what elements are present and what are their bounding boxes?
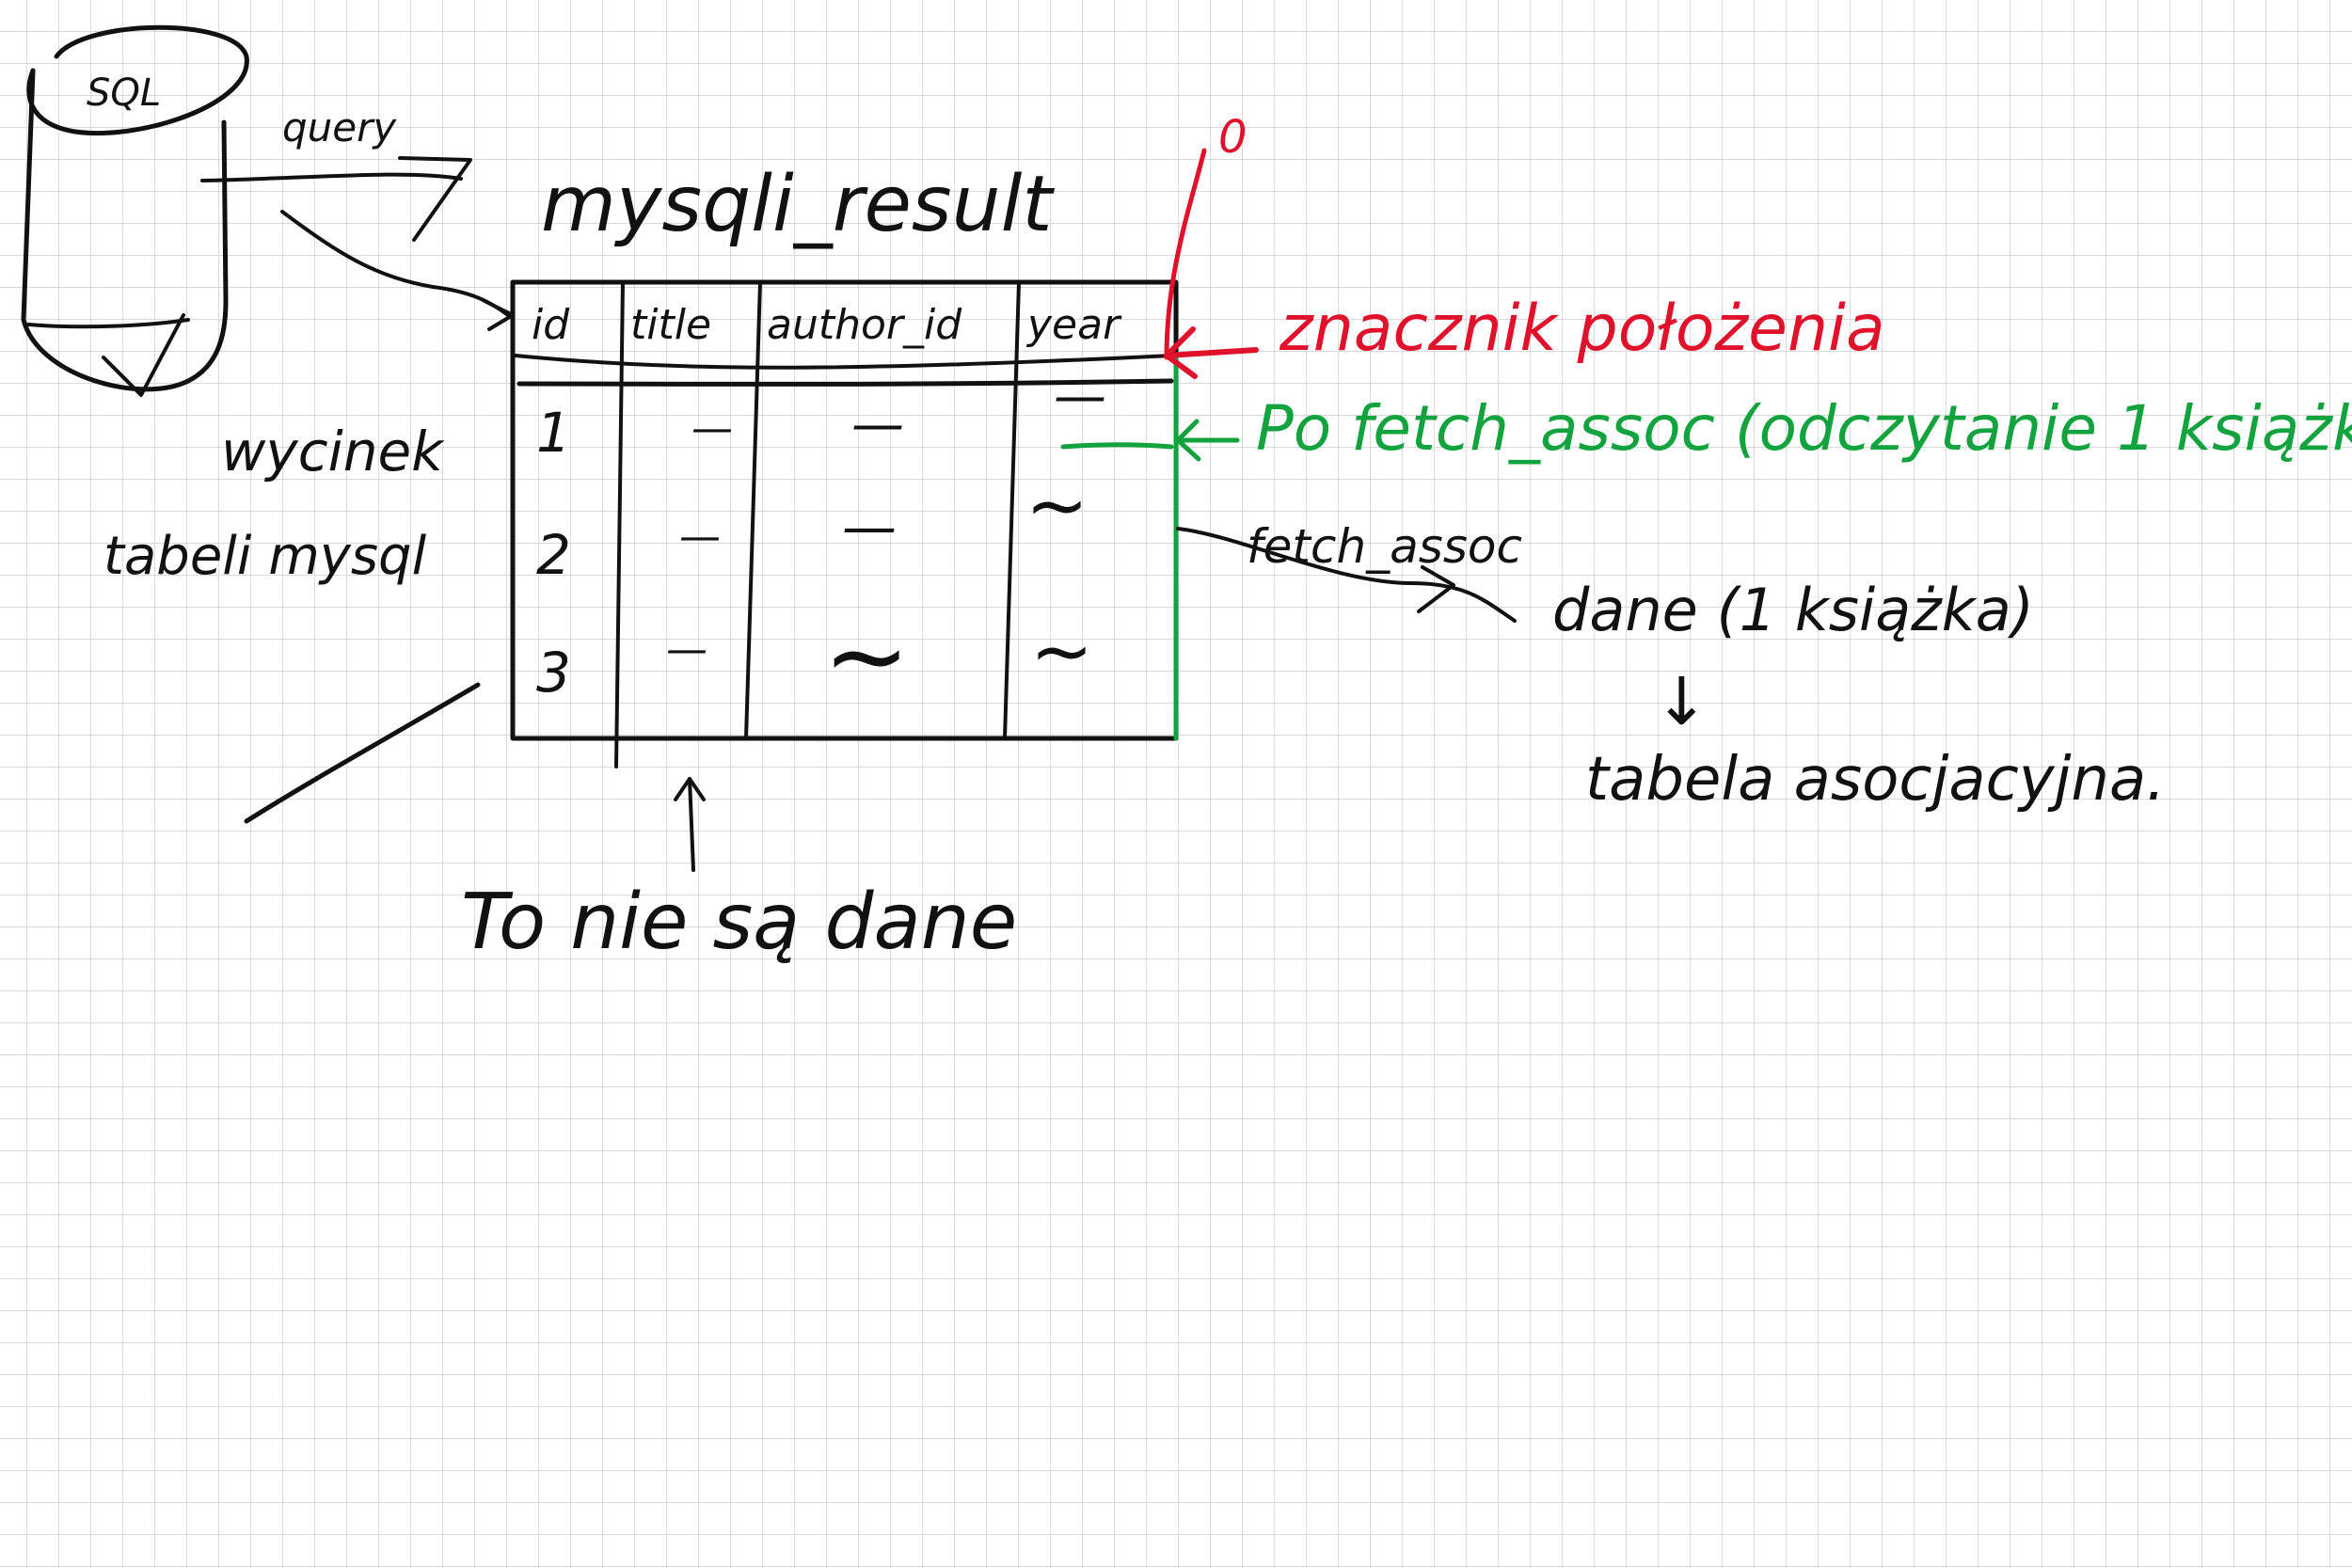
cell-row1-title: — bbox=[691, 404, 733, 452]
bottom-note-text: To nie są dane bbox=[461, 878, 1017, 967]
cell-row2-author: — bbox=[842, 495, 897, 559]
header-author-id: author_id bbox=[767, 301, 962, 349]
cell-row2-title: — bbox=[679, 513, 721, 561]
fetch-arrow: fetch_assoc bbox=[1176, 519, 1522, 623]
cell-row3-id: 3 bbox=[536, 641, 571, 705]
header-id: id bbox=[532, 301, 570, 349]
result-title: mysqli_result bbox=[541, 160, 1055, 249]
left-note-line2: tabeli mysql bbox=[103, 526, 427, 587]
header-title: title bbox=[630, 301, 711, 349]
position-pointer: 0 znacznik położenia bbox=[1164, 111, 1885, 379]
table-row: 2 — — ~ bbox=[536, 462, 1089, 587]
pointer-label: znacznik położenia bbox=[1279, 292, 1885, 366]
pointer-zero: 0 bbox=[1218, 111, 1248, 164]
fetch-result-note: Po fetch_assoc (odczytanie 1 książki) bbox=[1060, 392, 2352, 465]
cell-row3-author: ~ bbox=[823, 595, 910, 716]
database-cylinder: SQL bbox=[21, 24, 249, 397]
cell-row2-id: 2 bbox=[536, 523, 571, 587]
table-header-row: id title author_id year bbox=[532, 301, 1122, 349]
header-year: year bbox=[1025, 301, 1122, 349]
data-label: dane (1 książka) bbox=[1552, 576, 2034, 644]
green-note: Po fetch_assoc (odczytanie 1 książki) bbox=[1256, 392, 2352, 465]
query-label: query bbox=[282, 104, 397, 150]
cell-row2-year: ~ bbox=[1025, 462, 1089, 549]
cell-row3-title: — bbox=[666, 626, 707, 673]
left-note: wycinek tabeli mysql bbox=[103, 420, 481, 824]
table-row: 3 — ~ ~ bbox=[536, 595, 1093, 716]
fetch-label: fetch_assoc bbox=[1247, 519, 1522, 574]
cell-row1-id: 1 bbox=[536, 401, 571, 465]
down-arrow-icon: ↓ bbox=[1654, 663, 1709, 740]
bottom-note: To nie są dane bbox=[461, 777, 1017, 967]
database-label: SQL bbox=[87, 71, 161, 115]
cell-row1-year: — bbox=[1054, 366, 1106, 427]
assoc-label: tabela asocjacyjna. bbox=[1585, 745, 2166, 815]
table-row: 1 — — — bbox=[536, 366, 1106, 465]
result-table: id title author_id year 1 — — — 2 — — ~ … bbox=[510, 279, 1179, 768]
left-note-line1: wycinek bbox=[221, 420, 445, 483]
query-arrow: query bbox=[200, 104, 515, 331]
cell-row3-year: ~ bbox=[1030, 608, 1093, 695]
cell-row1-author: — bbox=[851, 394, 904, 455]
